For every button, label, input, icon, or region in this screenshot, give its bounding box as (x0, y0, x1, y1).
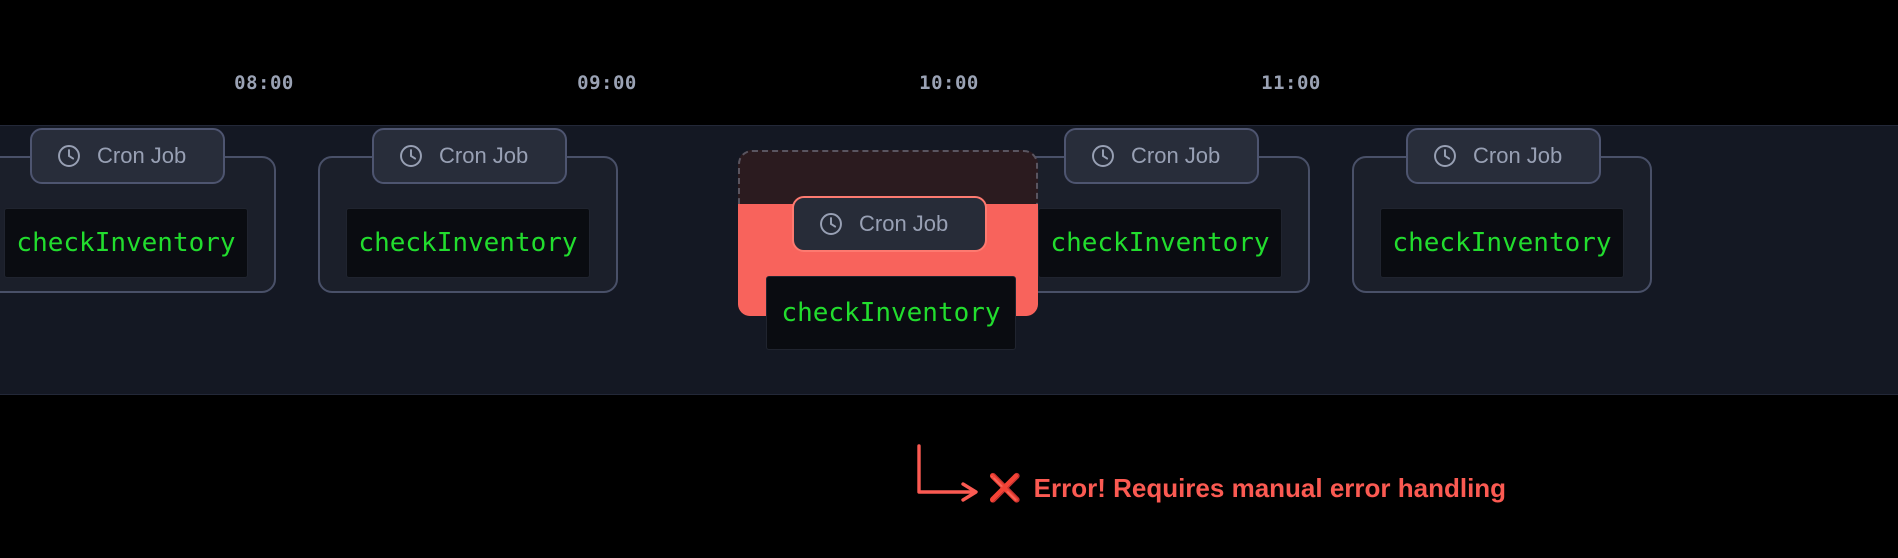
cron-job-badge[interactable]: Cron Job (792, 196, 987, 252)
time-tick-0800: 08:00 (234, 72, 294, 94)
cron-job-badge-label: Cron Job (1131, 143, 1221, 168)
error-cross-icon: ❌ (988, 473, 1022, 504)
cron-job-badge[interactable]: Cron Job (1064, 128, 1259, 184)
cron-job-code-label: checkInventory (1050, 228, 1270, 258)
error-callout-message: Error! Requires manual error handling (1033, 473, 1507, 503)
cron-job-badge[interactable]: Cron Job (372, 128, 567, 184)
time-ruler: 08:00 09:00 10:00 11:00 (0, 0, 1898, 125)
cron-job-badge[interactable]: Cron Job (30, 128, 225, 184)
cron-job-code-box: checkInventory (1380, 208, 1624, 278)
cron-job-code-box: checkInventory (346, 208, 590, 278)
clock-icon (818, 211, 844, 237)
cron-job-badge-label: Cron Job (439, 143, 529, 168)
cron-job-code-box: checkInventory (1038, 208, 1282, 278)
cron-job-code-label: checkInventory (781, 298, 1001, 328)
time-tick-0900: 09:00 (577, 72, 637, 94)
clock-icon (1432, 143, 1458, 169)
cron-job-badge-label: Cron Job (97, 143, 187, 168)
cron-job-code-label: checkInventory (358, 228, 578, 258)
error-callout: ❌ Error! Requires manual error handling (988, 473, 1506, 504)
cron-job-card-1[interactable]: Cron Job checkInventory (0, 128, 276, 293)
clock-icon (398, 143, 424, 169)
cron-job-code-label: checkInventory (1392, 228, 1612, 258)
cron-job-card-5[interactable]: Cron Job checkInventory (1352, 128, 1652, 293)
cron-job-card-4[interactable]: Cron Job checkInventory (1010, 128, 1310, 293)
cron-job-card-2[interactable]: Cron Job checkInventory (318, 128, 618, 293)
clock-icon (56, 143, 82, 169)
cron-job-badge-label: Cron Job (1473, 143, 1563, 168)
cron-job-badge-label: Cron Job (859, 211, 949, 236)
time-tick-1000: 10:00 (919, 72, 979, 94)
clock-icon (1090, 143, 1116, 169)
cron-job-code-box: checkInventory (766, 276, 1016, 350)
time-tick-1100: 11:00 (1261, 72, 1321, 94)
cron-job-card-3-error[interactable]: Cron Job checkInventory (738, 128, 1038, 350)
cron-job-badge[interactable]: Cron Job (1406, 128, 1601, 184)
cron-job-code-label: checkInventory (16, 228, 236, 258)
cron-job-code-box: checkInventory (4, 208, 248, 278)
